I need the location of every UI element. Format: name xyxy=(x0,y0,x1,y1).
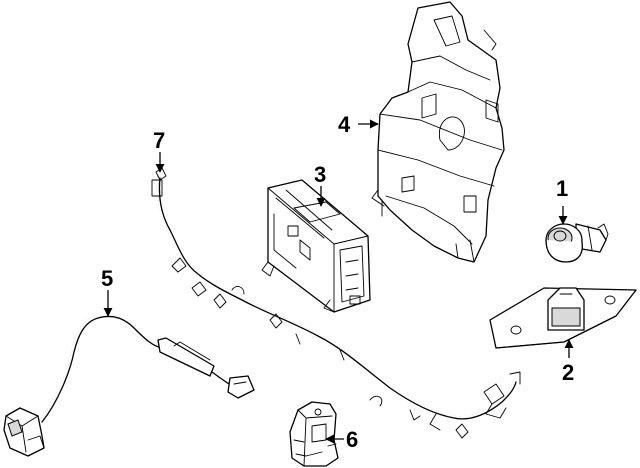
callout-5: 5 xyxy=(101,266,113,291)
callout-3: 3 xyxy=(314,162,326,187)
mounting-bracket xyxy=(371,1,505,263)
parking-sensor xyxy=(545,223,609,263)
rear-camera xyxy=(3,313,255,457)
sensor-retainer xyxy=(489,287,637,349)
control-module xyxy=(261,179,371,313)
callout-2: 2 xyxy=(562,360,574,385)
callout-4: 4 xyxy=(338,112,351,137)
callout-1: 1 xyxy=(556,176,568,201)
callout-6: 6 xyxy=(346,427,358,452)
wiring-harness xyxy=(151,167,521,439)
callout-7: 7 xyxy=(153,128,165,153)
sensor-bracket xyxy=(289,401,339,467)
